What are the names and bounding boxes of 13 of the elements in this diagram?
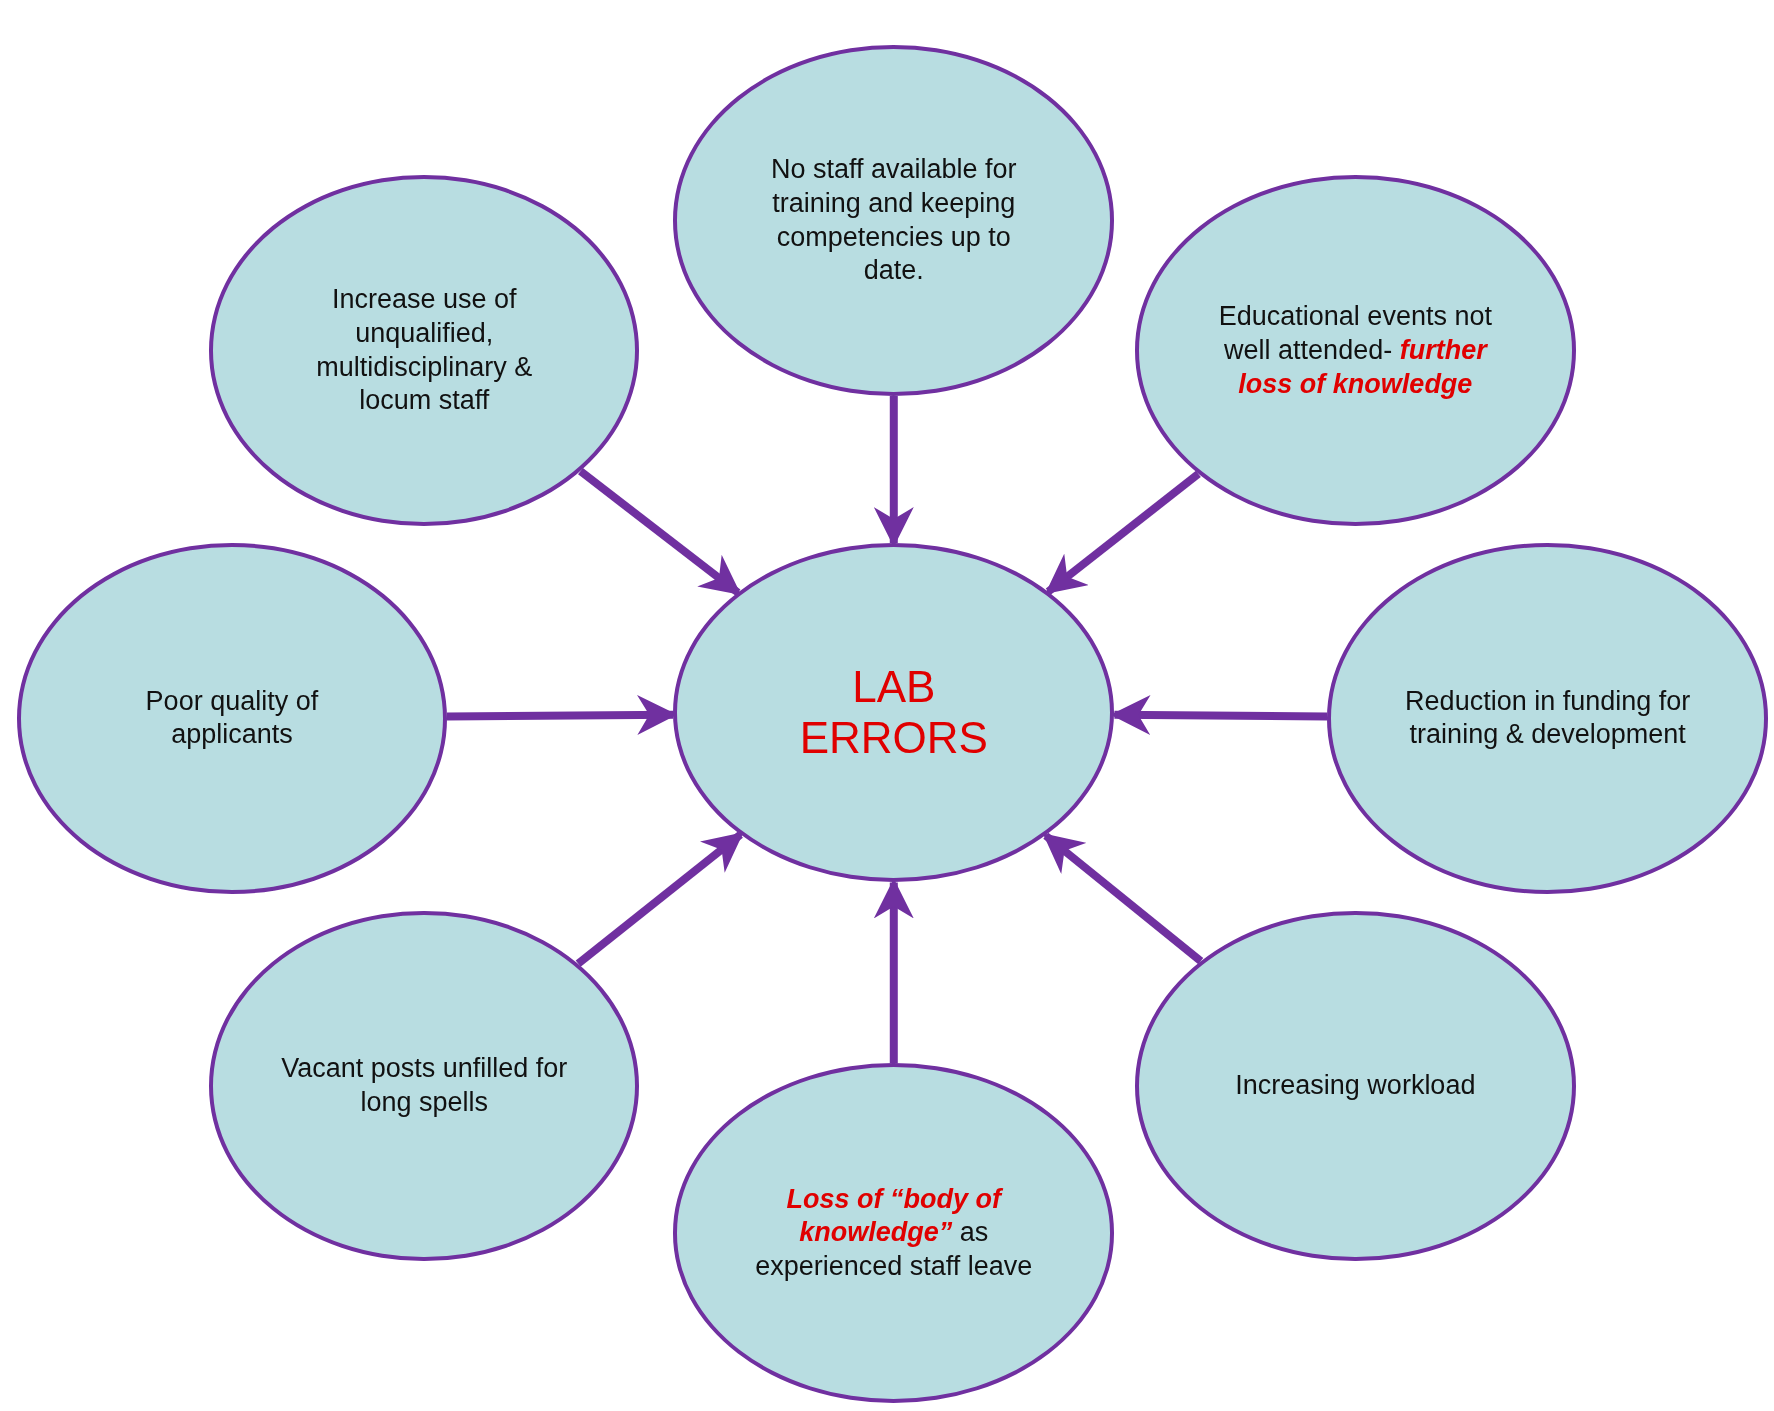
arrow	[1045, 470, 1201, 595]
cause-label: Poor quality of applicants	[144, 684, 320, 752]
cause-label: Vacant posts unfilled for long spells	[280, 1052, 568, 1120]
cause-label: Loss of “body of knowledge” as experienced staff leave	[754, 1182, 1034, 1284]
arrow	[578, 468, 742, 596]
cause-label: Increasing workload	[1234, 1069, 1477, 1103]
cause-label: No staff available for training and keeping competencies up to date.	[769, 153, 1018, 288]
cause-label: Increase use of unqualified, multidisciplinary & locum staff	[315, 283, 534, 418]
cause-label: Educational events not well attended- further loss of knowledge	[1217, 300, 1493, 401]
arrow	[1042, 832, 1204, 965]
central-label: LAB ERRORS	[798, 662, 989, 764]
cause-label: Reduction in funding for training & development	[1404, 684, 1692, 752]
arrow	[575, 831, 744, 967]
